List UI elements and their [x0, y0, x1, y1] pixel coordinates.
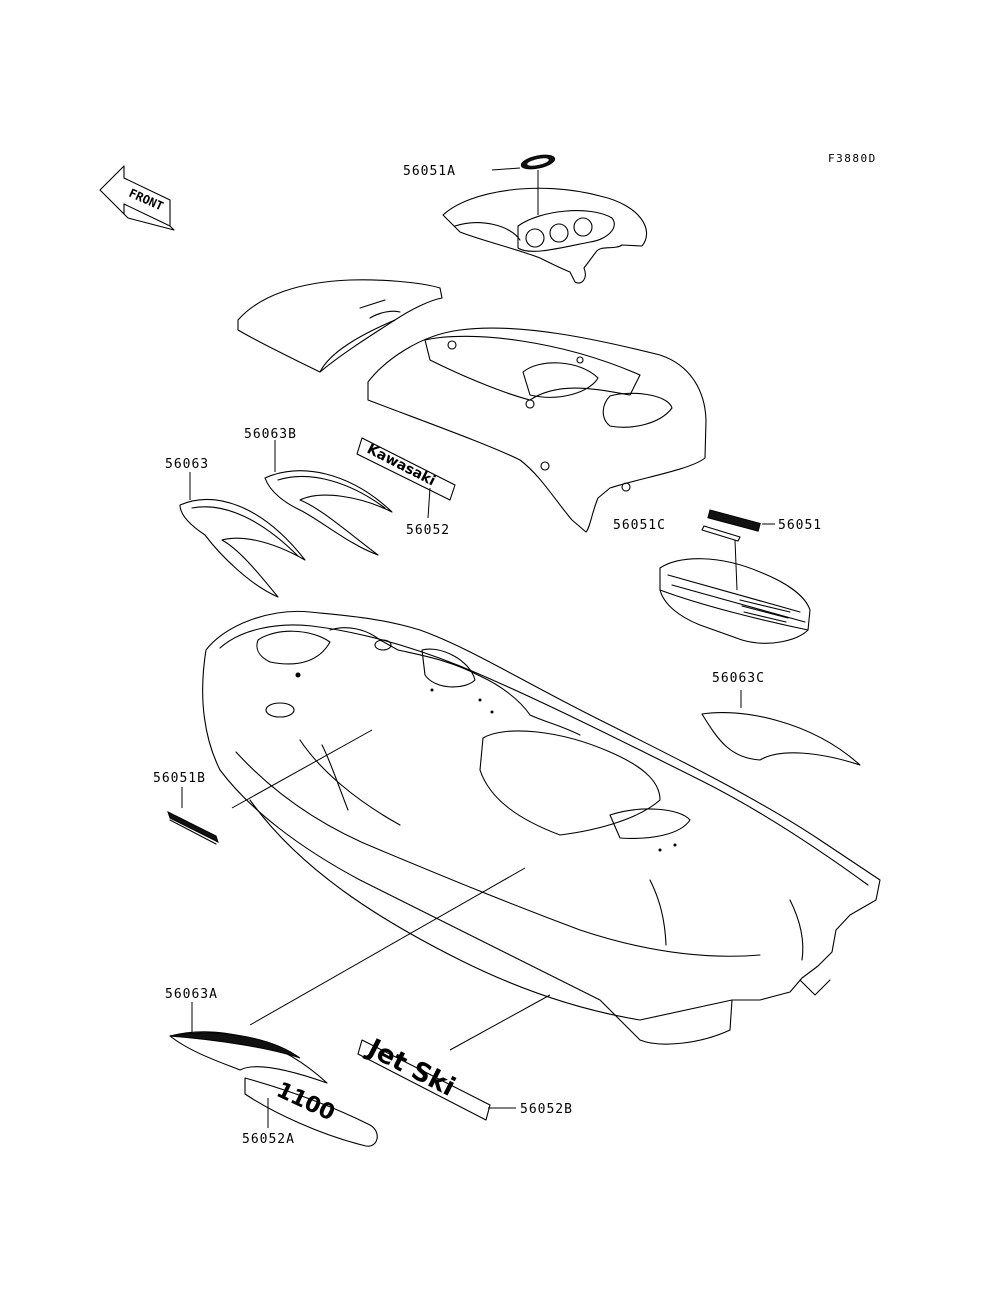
jetski-decal-text: Jet Ski: [361, 1033, 460, 1103]
kawasaki-decal-text: Kawasaki: [364, 441, 438, 489]
label-56051b: 56051B: [153, 771, 206, 786]
front-arrow-icon: FRONT: [99, 165, 175, 231]
label-56052: 56052: [406, 523, 450, 538]
label-56063a: 56063A: [165, 987, 218, 1002]
label-56051: 56051: [778, 518, 822, 533]
label-56063b: 56063B: [244, 427, 297, 442]
jetski-decal-56052b: Jet Ski: [357, 1033, 491, 1121]
main-hull: [202, 610, 881, 1045]
label-56052b: 56052B: [520, 1102, 573, 1117]
label-56063c: 56063C: [712, 671, 765, 686]
emblem-56051b: [167, 811, 219, 845]
stripe-decal-56063a: [169, 1031, 328, 1084]
deck-cover: [367, 327, 707, 533]
emblem-56051a: [520, 154, 556, 170]
label-56052a: 56052A: [242, 1132, 295, 1147]
handlebar-cover: [442, 187, 648, 284]
kawasaki-decal-56052: Kawasaki: [356, 437, 456, 501]
label-56051c: 56051C: [613, 518, 666, 533]
label-56063: 56063: [165, 457, 209, 472]
label-56051a: 56051A: [403, 164, 456, 179]
front-hood: [237, 279, 443, 373]
stripe-decal-56063b: [264, 470, 393, 556]
figure-code: F3880D: [828, 152, 877, 165]
stripe-decal-56063: [179, 498, 306, 598]
emblem-56051c: [701, 509, 761, 542]
seat-piece: [659, 558, 811, 644]
stripe-decal-56063c: [701, 712, 861, 766]
